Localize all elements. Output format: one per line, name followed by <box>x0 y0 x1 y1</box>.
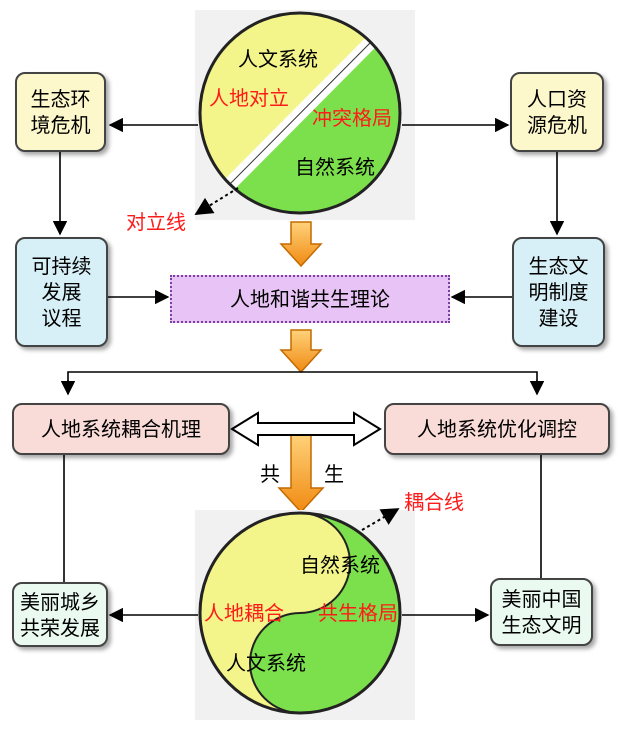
eco-civilization-system-box: 生态文 明制度 建设 <box>512 237 605 347</box>
bottom-circle-coupling: 人地耦合 <box>204 601 284 625</box>
symbiosis-right-label: 生 <box>324 462 344 486</box>
orange-arrow-top <box>279 221 323 268</box>
opposition-line-label: 对立线 <box>126 210 186 234</box>
top-circle-human-system: 人文系统 <box>238 47 318 71</box>
top-circle-pattern: 冲突格局 <box>312 106 392 130</box>
top-circle-outline <box>198 11 402 215</box>
symbiosis-left-label: 共 <box>260 462 280 486</box>
top-circle-halves <box>200 13 400 213</box>
coupling-line-label: 耦合线 <box>404 490 464 514</box>
split-connector <box>67 371 538 386</box>
bottom-circle-natural-system: 自然系统 <box>300 553 380 577</box>
coupling-line-pointer <box>361 508 400 531</box>
opposition-line-pointer <box>194 187 239 215</box>
beautiful-china-box: 美丽中国 生态文明 <box>490 578 593 646</box>
bottom-circle-outline <box>198 511 402 715</box>
sustainable-agenda-box: 可持续 发展 议程 <box>15 237 108 347</box>
orange-arrow-bottom <box>277 433 325 514</box>
ecological-crisis-box: 生态环 境危机 <box>15 72 106 152</box>
bottom-circle-pattern: 共生格局 <box>318 601 398 625</box>
population-crisis-box: 人口资 源危机 <box>510 72 604 152</box>
optimization-box: 人地系统优化调控 <box>384 403 610 455</box>
harmony-theory-box: 人地和谐共生理论 <box>170 275 450 323</box>
urban-rural-box: 美丽城乡 共荣发展 <box>12 582 108 647</box>
bottom-circle-human-system: 人文系统 <box>226 651 306 675</box>
double-arrow-hollow <box>230 411 382 447</box>
top-circle-conflict: 人地对立 <box>209 86 289 110</box>
coupling-mechanism-box: 人地系统耦合机理 <box>12 403 230 455</box>
orange-arrow-middle <box>279 329 323 374</box>
top-circle-natural-system: 自然系统 <box>295 155 375 179</box>
